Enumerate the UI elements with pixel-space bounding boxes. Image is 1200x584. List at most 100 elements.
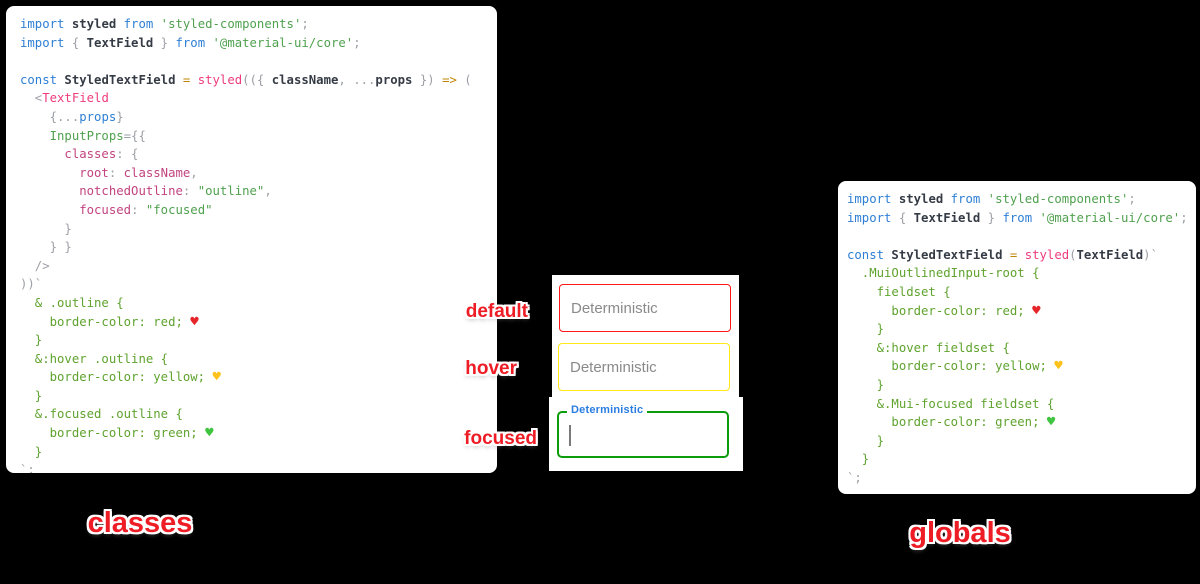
heart-icon: ♥: [190, 313, 199, 330]
code-line: `;: [20, 461, 497, 473]
code-token: '@material-ui/core': [1032, 210, 1181, 225]
code-line: {...props}: [20, 108, 497, 127]
code-block-globals: import styled from 'styled-components';i…: [838, 181, 1196, 494]
code-token: border-color: red;: [20, 314, 191, 329]
code-token: )`: [1143, 247, 1158, 262]
code-token: const: [847, 247, 885, 262]
code-token: focused: [20, 202, 132, 217]
code-token: }: [847, 433, 885, 448]
code-line: notchedOutline: "outline",: [20, 182, 497, 201]
code-token: :: [182, 184, 198, 199]
code-token: 'styled-components': [153, 17, 302, 31]
code-token: import: [847, 210, 892, 225]
code-token: }): [412, 72, 443, 87]
textfield-focused[interactable]: Deterministic: [557, 404, 729, 458]
label-hover: hover: [465, 358, 517, 379]
code-line: root: className,: [20, 164, 497, 183]
code-token: : {: [116, 147, 139, 162]
code-token: fieldset {: [847, 284, 951, 299]
code-token: className: [123, 165, 191, 180]
code-token: }: [847, 322, 885, 337]
code-line: focused: "focused": [20, 201, 497, 220]
code-token: from: [1002, 210, 1033, 225]
code-token: {...: [20, 109, 80, 124]
code-token: from: [175, 35, 206, 50]
caption-classes: classes: [87, 507, 193, 539]
textfield-hover[interactable]: [558, 343, 730, 391]
code-line: ))`: [20, 275, 497, 294]
code-line: />: [20, 257, 497, 276]
code-line: import { TextField } from '@material-ui/…: [847, 209, 1196, 228]
code-token: TextField: [42, 91, 109, 106]
code-token: {: [64, 35, 87, 50]
code-token: }: [116, 109, 124, 124]
code-token: from: [123, 17, 154, 31]
code-token: <: [20, 91, 43, 106]
code-token: :: [131, 202, 146, 217]
code-line: &.focused .outline {: [20, 405, 497, 424]
code-line: } }: [20, 238, 497, 257]
code-token: notchedOutline: [20, 184, 183, 199]
code-token: '@material-ui/core': [205, 35, 354, 50]
code-token: border-color: green;: [20, 426, 206, 441]
code-token: props: [375, 72, 413, 87]
code-token: styled: [1017, 247, 1070, 262]
code-line: import styled from 'styled-components';: [847, 190, 1196, 209]
code-token: }: [20, 221, 72, 236]
code-line: const StyledTextField = styled(({ classN…: [20, 71, 497, 90]
code-token: (: [456, 72, 472, 87]
code-line: [847, 227, 1196, 246]
code-token: {: [891, 210, 914, 225]
code-token: />: [20, 258, 50, 273]
code-line: & .outline {: [20, 294, 497, 313]
code-token: &.focused .outline {: [20, 407, 183, 422]
code-token: =>: [442, 72, 457, 87]
code-token: =: [1009, 247, 1018, 262]
code-token: }: [20, 388, 43, 403]
code-token: }: [847, 452, 870, 467]
code-token: ={{: [123, 128, 146, 143]
code-token: ))`: [20, 277, 43, 292]
code-token: } }: [20, 240, 72, 255]
code-block-classes: import styled from 'styled-components';i…: [6, 6, 497, 473]
code-token: TextField: [1076, 247, 1144, 262]
code-token: ,: [190, 165, 198, 180]
code-line: }: [847, 376, 1196, 395]
code-token: styled: [64, 17, 124, 31]
text-cursor: [569, 425, 571, 446]
code-token: ;: [301, 17, 309, 31]
code-line: <TextField: [20, 89, 497, 108]
code-token: &:hover .outline {: [20, 351, 169, 366]
heart-icon: ♥: [1046, 414, 1056, 431]
code-line: .MuiOutlinedInput-root {: [847, 264, 1196, 283]
code-line: &.Mui-focused fieldset {: [847, 395, 1196, 414]
code-token: TextField: [913, 210, 981, 225]
code-line: border-color: green; ♥: [847, 413, 1196, 432]
code-token: }: [20, 444, 43, 459]
code-token: StyledTextField: [57, 72, 183, 87]
code-token: from: [950, 192, 981, 206]
code-token: import: [20, 35, 65, 50]
code-token: border-color: yellow;: [847, 359, 1055, 374]
label-default: default: [465, 301, 528, 322]
code-token: "outline": [197, 184, 265, 199]
code-line: border-color: yellow; ♥: [20, 368, 497, 387]
code-token: "focused": [145, 202, 213, 217]
code-token: }: [980, 210, 1003, 225]
heart-icon: ♥: [212, 369, 221, 386]
code-token: border-color: yellow;: [20, 370, 213, 385]
code-line: }: [20, 443, 497, 462]
heart-icon: ♥: [205, 425, 214, 442]
code-token: (({: [242, 72, 272, 87]
code-token: &:hover fieldset {: [847, 340, 1010, 355]
code-line: fieldset {: [847, 283, 1196, 302]
code-token: =: [182, 72, 191, 87]
code-line: }: [20, 331, 497, 350]
textfield-focused-input[interactable]: [559, 413, 727, 456]
code-token: border-color: red;: [847, 303, 1033, 318]
code-line: border-color: green; ♥: [20, 424, 497, 443]
code-token: import: [847, 192, 892, 206]
code-line: InputProps={{: [20, 127, 497, 146]
textfield-default[interactable]: [559, 284, 731, 332]
